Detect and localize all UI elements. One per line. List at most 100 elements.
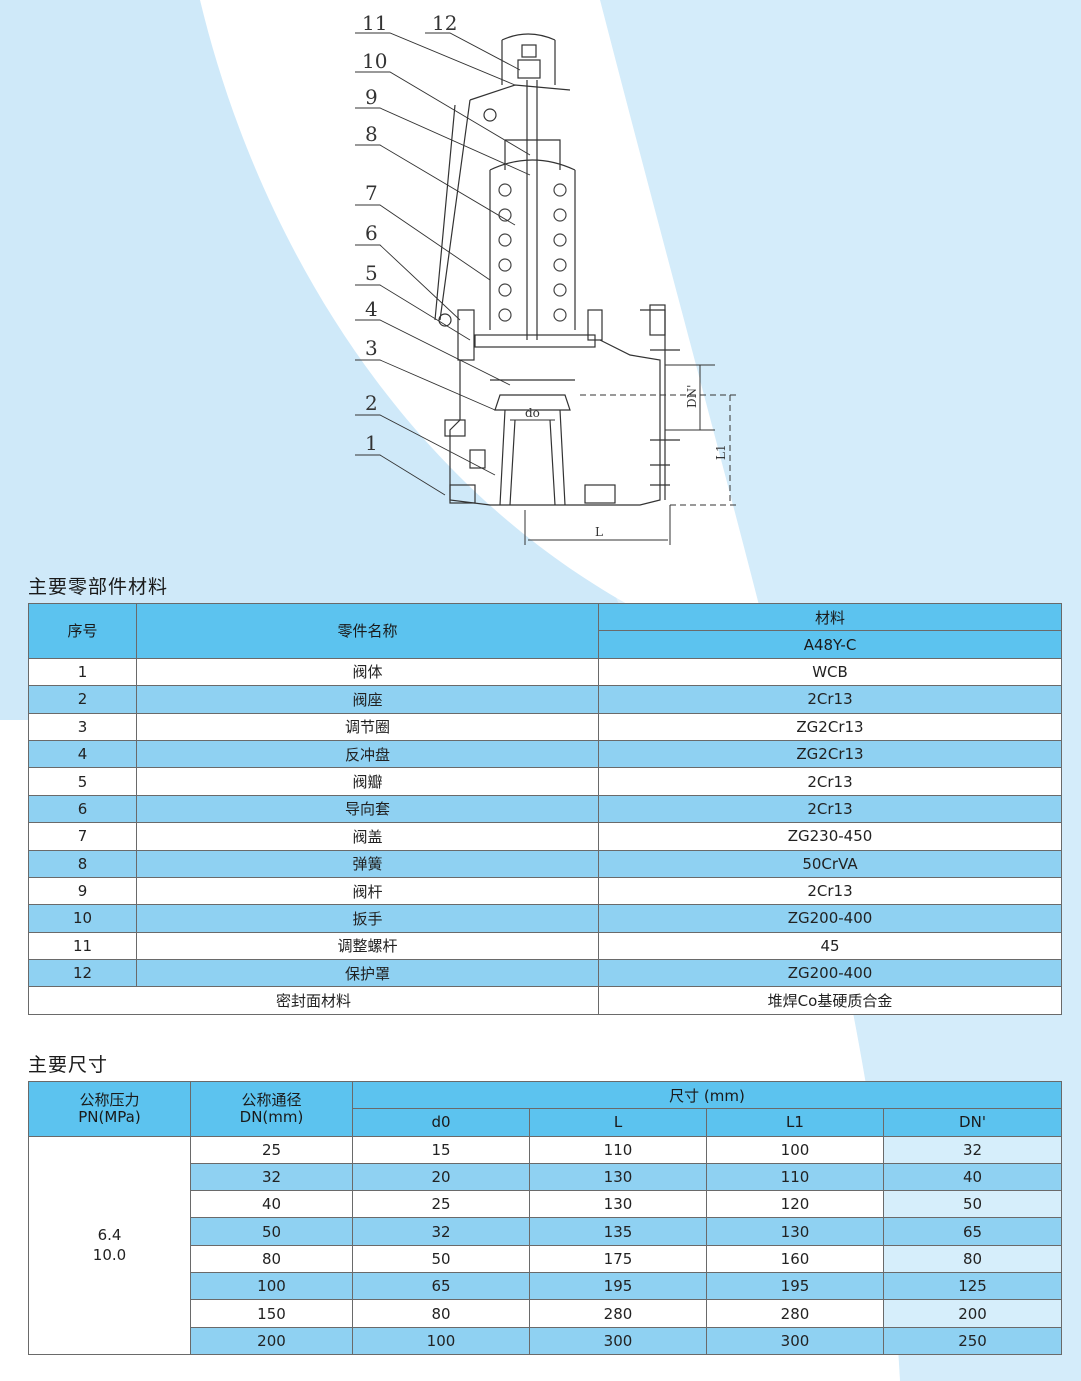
header-no: 序号 <box>28 603 137 659</box>
l1-value: 195 <box>706 1272 884 1301</box>
l-value: 130 <box>529 1162 707 1192</box>
table-row: 7 阀盖 ZG230-450 <box>28 822 1062 851</box>
part-no: 7 <box>28 822 137 851</box>
l1-value: 120 <box>706 1190 884 1219</box>
header-dn-line1: 公称通径 <box>241 1090 302 1109</box>
l-value: 195 <box>529 1272 707 1301</box>
table-row: 4 反冲盘 ZG2Cr13 <box>28 739 1062 769</box>
dn-value: 32 <box>190 1162 353 1192</box>
part-no: 5 <box>28 767 137 796</box>
table-row: 5 阀瓣 2Cr13 <box>28 767 1062 796</box>
d0-value: 100 <box>352 1326 530 1355</box>
table-row: 200 100 300 300 250 <box>29 1326 1063 1355</box>
callout-1: 1 <box>365 431 378 455</box>
l-value: 175 <box>529 1244 707 1274</box>
dn-value: 200 <box>190 1326 353 1355</box>
callout-3: 3 <box>365 336 378 360</box>
header-dn-line2: DN(mm) <box>239 1107 304 1126</box>
part-no: 12 <box>28 959 137 988</box>
part-no: 3 <box>28 712 137 741</box>
callout-8: 8 <box>365 122 378 146</box>
part-material: 50CrVA <box>598 849 1062 878</box>
part-material: 45 <box>598 931 1062 961</box>
parts-section-title: 主要零部件材料 <box>28 576 169 598</box>
table-row: 1 阀体 WCB <box>28 657 1062 687</box>
table-row: 80 50 175 160 80 <box>29 1244 1063 1274</box>
table-row: 10 扳手 ZG200-400 <box>28 904 1062 933</box>
d0-value: 50 <box>352 1244 530 1274</box>
l-value: 130 <box>529 1190 707 1219</box>
part-material: 2Cr13 <box>598 876 1062 906</box>
dimensions-table: 公称压力 PN(MPa) 公称通径 DN(mm) 尺寸 (mm) d0 L L1… <box>28 1080 1063 1355</box>
callout-11: 11 <box>362 11 387 35</box>
table-row: 3 调节圈 ZG2Cr13 <box>28 712 1062 741</box>
sealing-face-label: 密封面材料 <box>28 986 599 1015</box>
part-material: ZG200-400 <box>598 904 1062 933</box>
callout-10: 10 <box>362 49 387 73</box>
part-name: 阀瓣 <box>136 767 599 796</box>
table-row: 6 导向套 2Cr13 <box>28 794 1062 824</box>
part-name: 调整螺杆 <box>136 931 599 961</box>
part-name: 调节圈 <box>136 712 599 741</box>
l-value: 280 <box>529 1299 707 1328</box>
part-name: 保护罩 <box>136 959 599 988</box>
part-no: 10 <box>28 904 137 933</box>
part-material: 2Cr13 <box>598 767 1062 796</box>
header-size: 尺寸 (mm) <box>351 1080 1063 1110</box>
dn-value: 50 <box>190 1217 353 1246</box>
dims-section-title: 主要尺寸 <box>28 1054 109 1076</box>
sealing-face-material: 堆焊Co基硬质合金 <box>598 986 1062 1015</box>
d0-value: 32 <box>352 1217 530 1246</box>
header-model: A48Y-C <box>598 630 1062 659</box>
l-value: 300 <box>529 1326 707 1355</box>
part-no: 9 <box>28 876 137 906</box>
l1-value: 300 <box>706 1326 884 1355</box>
l-value: 135 <box>529 1217 707 1246</box>
dnp-value: 32 <box>882 1135 1063 1164</box>
part-name: 弹簧 <box>136 849 599 878</box>
dn-value: 40 <box>190 1190 353 1219</box>
part-name: 阀盖 <box>136 822 599 851</box>
table-row-footer: 密封面材料 堆焊Co基硬质合金 <box>28 986 1062 1015</box>
dim-label-dn: DN' <box>685 385 699 408</box>
callout-12: 12 <box>432 11 457 35</box>
dnp-value: 125 <box>882 1272 1063 1301</box>
dim-label-l: L <box>595 525 603 539</box>
header-pn: 公称压力 PN(MPa) <box>28 1081 191 1137</box>
table-row: 2 阀座 2Cr13 <box>28 685 1062 714</box>
part-no: 8 <box>28 849 137 878</box>
d0-value: 15 <box>352 1135 530 1164</box>
dnp-value: 65 <box>882 1217 1063 1246</box>
l1-value: 160 <box>706 1244 884 1274</box>
dnp-value: 40 <box>882 1162 1063 1192</box>
pn-value-1: 6.4 <box>97 1226 122 1245</box>
header-dn: 公称通径 DN(mm) <box>190 1081 353 1137</box>
dnp-value: 80 <box>882 1244 1063 1274</box>
part-name: 反冲盘 <box>136 739 599 769</box>
d0-value: 65 <box>352 1272 530 1301</box>
callout-5: 5 <box>365 261 378 285</box>
l1-value: 280 <box>706 1299 884 1328</box>
header-l1: L1 <box>706 1108 884 1137</box>
part-material: 2Cr13 <box>598 794 1062 824</box>
table-row: 6.4 10.0 25 15 110 100 32 <box>28 1135 1063 1355</box>
table-row: 40 25 130 120 50 <box>29 1190 1063 1219</box>
dn-value: 150 <box>190 1299 353 1328</box>
l1-value: 130 <box>706 1217 884 1246</box>
d0-value: 20 <box>352 1162 530 1192</box>
table-row: 150 80 280 280 200 <box>29 1299 1063 1328</box>
part-material: 2Cr13 <box>598 685 1062 714</box>
dim-label-d0: do <box>525 406 540 420</box>
table-row: 12 保护罩 ZG200-400 <box>28 959 1062 988</box>
part-material: ZG200-400 <box>598 959 1062 988</box>
header-material: 材料 <box>598 602 1062 632</box>
dnp-value: 50 <box>882 1190 1063 1219</box>
d0-value: 25 <box>352 1190 530 1219</box>
dn-value: 25 <box>190 1135 353 1164</box>
part-material: WCB <box>598 657 1062 687</box>
header-dnp: DN' <box>882 1108 1063 1137</box>
callout-2: 2 <box>365 391 378 415</box>
part-name: 导向套 <box>136 794 599 824</box>
l1-value: 100 <box>706 1135 884 1164</box>
table-row: 100 65 195 195 125 <box>29 1272 1063 1301</box>
